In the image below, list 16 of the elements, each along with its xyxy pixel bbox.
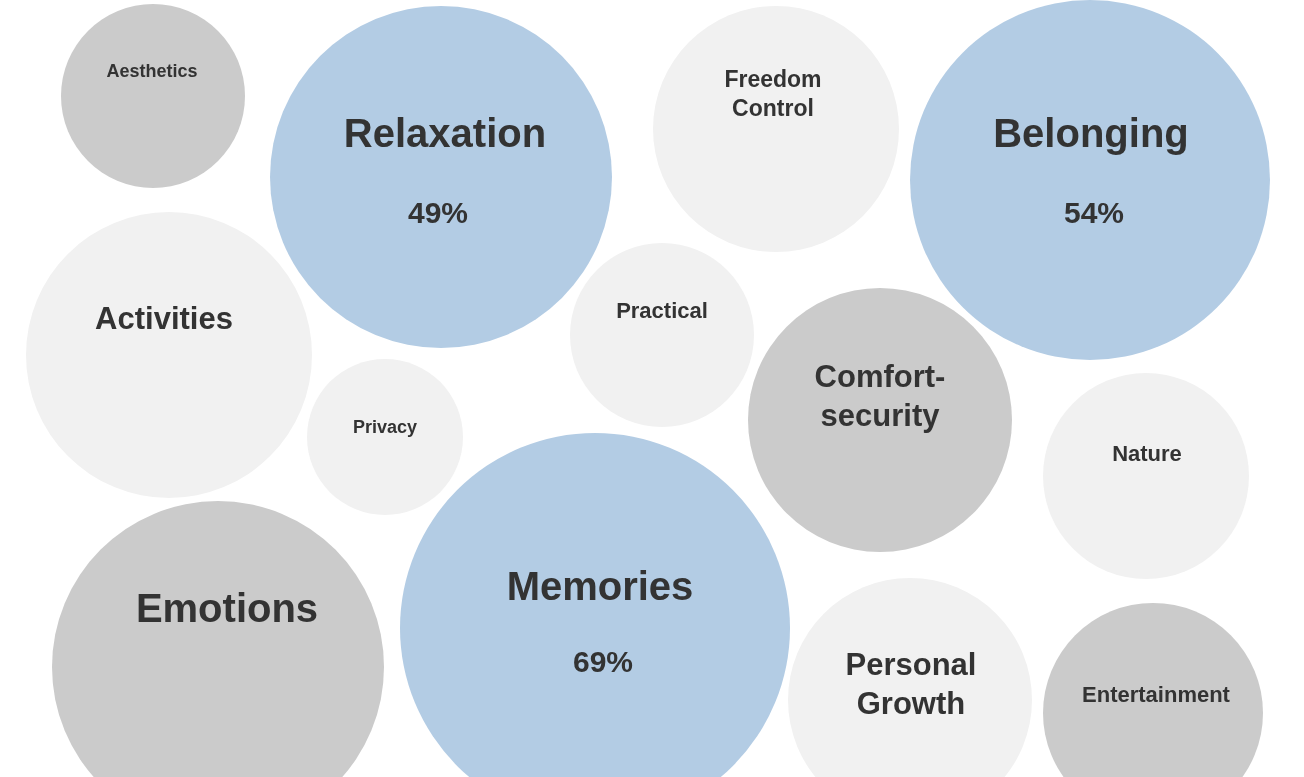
bubble-label: Comfort-security: [813, 358, 947, 435]
bubble-label: Personal Growth: [844, 646, 978, 723]
bubble-label: Privacy: [351, 415, 419, 439]
bubble-label: Aesthetics: [105, 59, 199, 83]
bubble-label: Emotions: [134, 585, 320, 632]
bubble-label: Freedom Control: [723, 65, 823, 123]
bubble-label: Entertainment: [1081, 681, 1231, 709]
bubble-label: Belonging: [992, 110, 1190, 157]
bubble-label: Relaxation: [342, 110, 548, 157]
bubble-label: Nature: [1111, 440, 1183, 468]
bubble-label: Memories: [505, 563, 695, 610]
percentage-value: 49%: [406, 195, 469, 232]
bubble-label: Practical: [615, 297, 709, 325]
percentage-value: 69%: [571, 644, 634, 681]
bubble-label: Activities: [94, 299, 234, 338]
percentage-value: 54%: [1062, 195, 1125, 232]
